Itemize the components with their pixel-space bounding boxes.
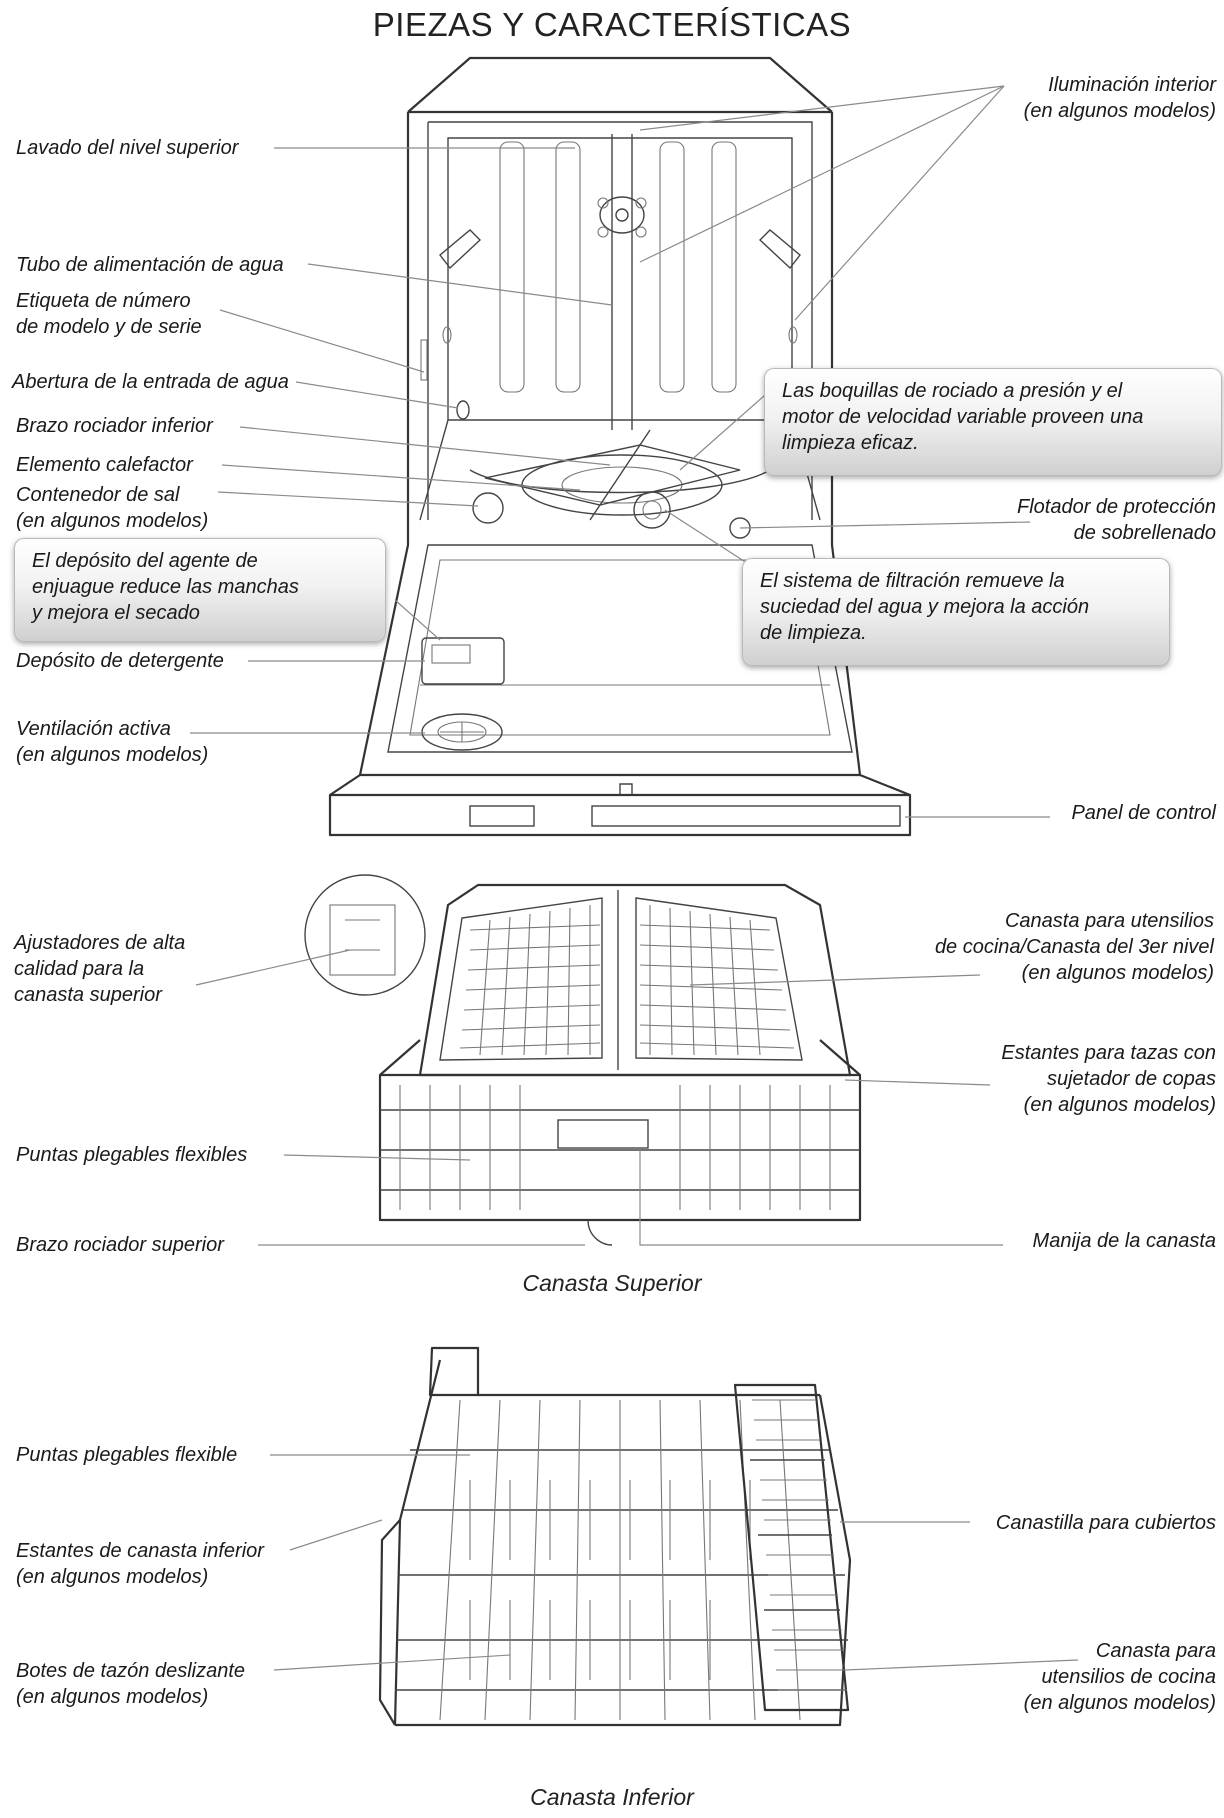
callout-filtracion-line2: suciedad del agua y mejora la acción [760,596,1090,618]
label-iluminacion-line2: (en algunos modelos) [1023,100,1216,122]
label-estantes-canasta-inferior: Estantes de canasta inferior (en algunos… [16,1538,264,1590]
label-sal-line2: (en algunos modelos) [16,510,209,532]
label-canasta-3er-line1: Canasta para utensilios [1004,910,1214,932]
caption-canasta-superior: Canasta Superior [522,1270,702,1296]
label-brazo-rociador-superior: Brazo rociador superior [16,1234,224,1256]
label-tazas-line3: (en algunos modelos) [1023,1094,1216,1116]
label-botes-line1: Botes de tazón deslizante [16,1660,246,1682]
label-etiqueta-modelo: Etiqueta de número de modelo y de serie [16,288,202,340]
label-flotador: Flotador de protección de sobrellenado [1017,494,1216,546]
label-estantes-inferior-line2: (en algunos modelos) [16,1566,209,1588]
callout-filtracion-line1: El sistema de filtración remueve la [760,570,1065,592]
label-tazas-line1: Estantes para tazas con [1001,1042,1216,1064]
label-ajustadores-line3: canasta superior [14,984,162,1006]
upper-rack-drawing [304,874,862,1246]
label-ajustadores-line2: calidad para la [14,958,145,980]
callout-enjuague-line3: y mejora el secado [32,602,200,624]
label-ajustadores-line1: Ajustadores de alta [14,932,186,954]
label-botes-line2: (en algunos modelos) [16,1686,209,1708]
label-ventilacion-activa: Ventilación activa (en algunos modelos) [16,716,208,768]
label-utensilios-inf-line1: Canasta para [1095,1640,1216,1662]
label-contenedor-sal: Contenedor de sal (en algunos modelos) [16,482,208,534]
label-estantes-inferior-line1: Estantes de canasta inferior [16,1540,264,1562]
label-deposito-detergente: Depósito de detergente [16,650,224,672]
callout-boquillas-line2: motor de velocidad variable proveen una [782,406,1144,428]
label-elemento-calefactor: Elemento calefactor [16,454,193,476]
callout-enjuague-line2: enjuague reduce las manchas [32,576,299,598]
label-ajustadores: Ajustadores de alta calidad para la cana… [14,930,185,1008]
label-ventilacion-line1: Ventilación activa [16,718,171,740]
lower-rack-drawing [378,1346,852,1727]
label-canasta-3er-line2: de cocina/Canasta del 3er nivel [934,936,1214,958]
label-canasta-utensilios-3er-nivel: Canasta para utensilios de cocina/Canast… [935,908,1214,986]
label-canasta-utensilios-inferior: Canasta para utensilios de cocina (en al… [1024,1638,1216,1716]
callout-agente-enjuague: El depósito del agente de enjuague reduc… [14,538,386,642]
label-lavado-nivel-superior: Lavado del nivel superior [16,137,239,159]
label-ventilacion-line2: (en algunos modelos) [16,744,209,766]
page-title: PIEZAS Y CARACTERÍSTICAS [372,6,852,43]
dishwasher-drawing [328,56,912,837]
upper-rack-leader-lines [195,949,1003,1246]
label-etiqueta-line1: Etiqueta de número [16,290,191,312]
callout-boquillas-line1: Las boquillas de rociado a presión y el [782,380,1123,402]
lower-rack-leader-lines [270,1454,1079,1671]
label-panel-control: Panel de control [1071,802,1216,824]
label-flotador-line1: Flotador de protección [1016,496,1216,518]
label-brazo-rociador-inferior: Brazo rociador inferior [16,415,213,437]
label-iluminacion-line1: Iluminación interior [1048,74,1216,96]
label-puntas-plegables-superior: Puntas plegables flexibles [16,1144,248,1166]
label-manija-canasta: Manija de la canasta [1032,1230,1216,1252]
caption-canasta-inferior: Canasta Inferior [530,1784,694,1810]
callout-enjuague-line1: El depósito del agente de [32,550,258,572]
label-canasta-3er-line3: (en algunos modelos) [1021,962,1214,984]
upper-rack-grid [399,905,831,1210]
label-estantes-tazas: Estantes para tazas con sujetador de cop… [1001,1040,1216,1118]
label-iluminacion-interior: Iluminación interior (en algunos modelos… [1024,72,1216,124]
label-botes-tazon: Botes de tazón deslizante (en algunos mo… [16,1658,245,1710]
callout-boquillas: Las boquillas de rociado a presión y el … [764,368,1222,476]
callout-boquillas-line3: limpieza eficaz. [782,432,919,454]
callout-filtracion-line3: de limpieza. [760,622,867,644]
label-puntas-plegables-inferior: Puntas plegables flexible [16,1444,238,1466]
label-sal-line1: Contenedor de sal [16,484,180,506]
label-tubo-alimentacion: Tubo de alimentación de agua [16,254,284,276]
dishwasher-leader-lines [190,85,1050,818]
label-abertura-entrada-agua: Abertura de la entrada de agua [12,371,289,393]
label-canastilla-cubiertos: Canastilla para cubiertos [995,1512,1216,1534]
label-etiqueta-line2: de modelo y de serie [16,316,202,338]
callout-filtracion: El sistema de filtración remueve la suci… [742,558,1170,666]
label-tazas-line2: sujetador de copas [1046,1068,1216,1090]
label-flotador-line2: de sobrellenado [1073,522,1216,544]
label-utensilios-inf-line2: utensilios de cocina [1041,1666,1216,1688]
label-utensilios-inf-line3: (en algunos modelos) [1023,1692,1216,1714]
